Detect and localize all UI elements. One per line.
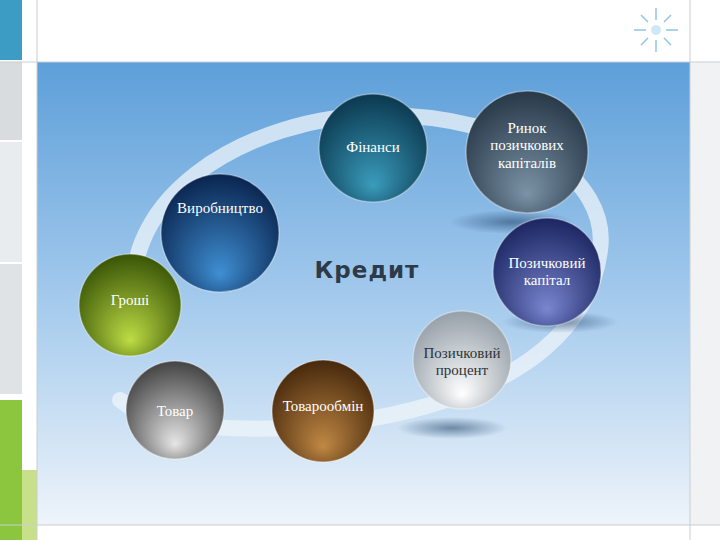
sparkle-icon bbox=[634, 8, 678, 52]
circle-shape bbox=[160, 173, 280, 293]
circle-fill bbox=[161, 174, 279, 292]
node-label: Виробництво bbox=[177, 200, 263, 217]
circle-fill bbox=[272, 360, 374, 462]
circle-node: Позичковий процент bbox=[412, 310, 512, 410]
side-bar bbox=[0, 62, 22, 140]
side-bar bbox=[0, 400, 22, 540]
circle-fill bbox=[126, 361, 224, 459]
node-label: Фінанси bbox=[346, 139, 399, 156]
circle-node: Позичковий капітал bbox=[492, 217, 602, 327]
circle-node: Товарообмін bbox=[271, 359, 375, 463]
side-bar bbox=[0, 142, 22, 262]
circle-fill bbox=[319, 94, 427, 202]
node-label: Гроші bbox=[111, 292, 149, 309]
circle-fill bbox=[413, 311, 511, 409]
circle-fill bbox=[493, 218, 601, 326]
node-label: Товарообмін bbox=[283, 398, 364, 415]
circle-node: Гроші bbox=[78, 253, 182, 357]
node-label: Товар bbox=[157, 403, 194, 420]
node-label: Позичковий капітал bbox=[503, 255, 591, 290]
content-panel bbox=[37, 62, 690, 525]
rule-line bbox=[37, 0, 38, 540]
circle-node: Фінанси bbox=[318, 93, 428, 203]
node-label: Позичковий процент bbox=[422, 345, 502, 380]
center-title: Кредит bbox=[315, 257, 420, 283]
side-bar bbox=[22, 470, 37, 540]
circle-node: Виробництво bbox=[160, 173, 280, 293]
side-bar bbox=[0, 264, 22, 394]
circle-fill bbox=[466, 91, 588, 213]
rule-line bbox=[0, 62, 720, 63]
corner-block bbox=[0, 0, 22, 60]
drop-shadow bbox=[397, 417, 507, 439]
rule-line bbox=[0, 525, 720, 526]
circle-node: Товар bbox=[125, 360, 225, 460]
circle-node: Ринок позичкових капіталів bbox=[465, 90, 589, 214]
circle-fill bbox=[79, 254, 181, 356]
rule-line bbox=[690, 0, 691, 540]
side-bar bbox=[690, 62, 720, 525]
node-label: Ринок позичкових капіталів bbox=[477, 120, 576, 172]
